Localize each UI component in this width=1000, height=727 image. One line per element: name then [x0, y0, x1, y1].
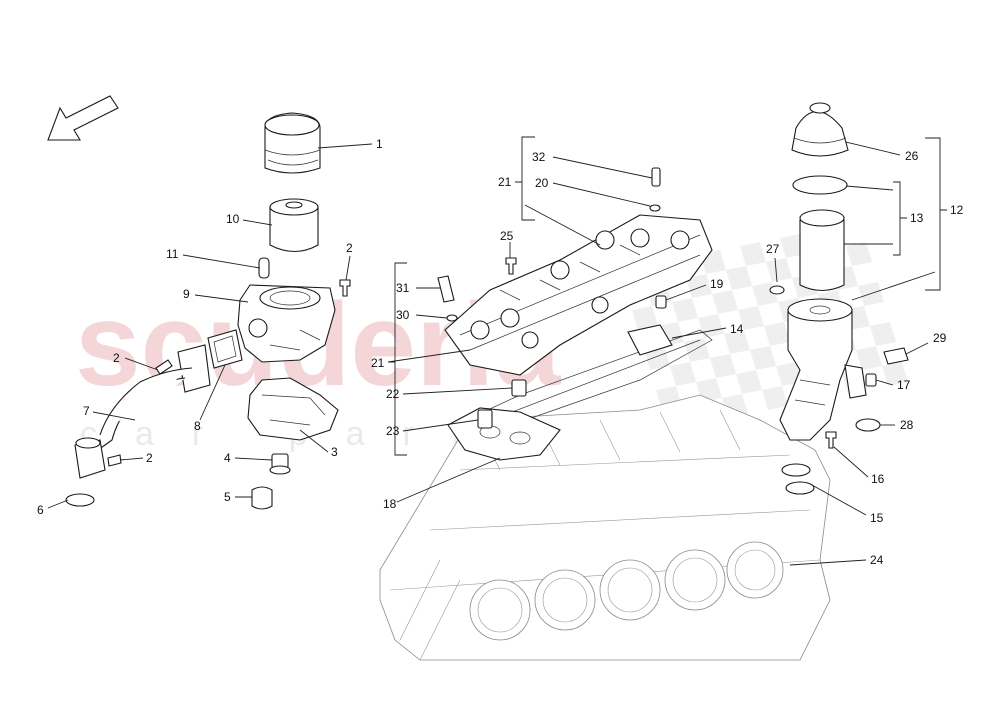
- cylinder-head-cover: [444, 214, 713, 376]
- sensor-31: [437, 275, 455, 303]
- oil-filter-cap: [264, 112, 321, 174]
- bolt-25: [505, 257, 517, 275]
- callout-31: 31: [396, 281, 410, 295]
- checker-square: [684, 338, 710, 362]
- checker-square: [736, 370, 762, 394]
- plug-19: [655, 295, 667, 309]
- checker-square: [740, 242, 766, 266]
- callout-18: 18: [383, 497, 397, 511]
- callout-8: 8: [194, 419, 201, 433]
- callout-24: 24: [870, 553, 884, 567]
- callout-5: 5: [224, 490, 231, 504]
- o-ring-6: [65, 493, 95, 507]
- callout-21b: 21: [371, 356, 385, 370]
- sensor-29: [883, 347, 909, 365]
- bolt-2-top: [339, 279, 351, 297]
- callout-2b: 2: [113, 351, 120, 365]
- checker-square: [724, 330, 750, 354]
- checker-square: [882, 362, 908, 386]
- callout-11: 11: [166, 247, 179, 261]
- seal-30: [446, 314, 458, 322]
- checker-square: [698, 314, 724, 338]
- checker-square: [870, 322, 896, 346]
- callout-labels: 1 2 2 2 3 4 5 6 7 8 9 10 11 12 13 14 15 …: [37, 137, 964, 567]
- callout-27: 27: [766, 242, 780, 256]
- callout-4: 4: [224, 451, 231, 465]
- callout-17: 17: [897, 378, 911, 392]
- oil-filter-element: [269, 198, 319, 253]
- callout-20: 20: [535, 176, 549, 190]
- small-tube: [258, 257, 270, 279]
- callout-28: 28: [900, 418, 914, 432]
- drain-plug: [269, 453, 291, 475]
- seal-20: [649, 204, 661, 212]
- callout-10: 10: [226, 212, 240, 226]
- callout-3: 3: [331, 445, 338, 459]
- bolt-2-left: [155, 359, 173, 375]
- leader-lines: [47, 136, 947, 566]
- callout-29: 29: [933, 331, 947, 345]
- callout-1: 1: [376, 137, 383, 151]
- filter-element-13: [799, 209, 845, 292]
- callout-15: 15: [870, 511, 884, 525]
- checker-square: [710, 354, 736, 378]
- plug-17: [865, 373, 877, 387]
- o-ring-under-cap: [792, 175, 848, 195]
- callout-13: 13: [910, 211, 924, 225]
- housing-gasket: [207, 329, 243, 369]
- callout-14: 14: [730, 322, 744, 336]
- callout-21a: 21: [498, 175, 512, 189]
- o-ring-28: [855, 418, 881, 432]
- seal-27: [769, 285, 785, 295]
- checker-square: [632, 306, 658, 330]
- bracket: [247, 377, 339, 441]
- arrow-down-left-icon: [47, 95, 119, 141]
- callout-26: 26: [905, 149, 919, 163]
- callout-23: 23: [386, 424, 400, 438]
- callout-2a: 2: [346, 241, 353, 255]
- filter-housing-right: [779, 298, 867, 441]
- callout-2c: 2: [146, 451, 153, 465]
- sensor-32: [651, 167, 661, 187]
- callout-32: 32: [532, 150, 546, 164]
- checker-square: [712, 290, 738, 314]
- callout-7: 7: [83, 404, 90, 418]
- callout-9: 9: [183, 287, 190, 301]
- checker-square: [766, 258, 792, 282]
- gasket-18: [447, 407, 561, 461]
- callout-6: 6: [37, 503, 44, 517]
- checker-square: [670, 362, 696, 386]
- checker-square: [846, 242, 872, 266]
- checker-square: [726, 266, 752, 290]
- checker-square: [762, 386, 788, 410]
- checker-square: [672, 298, 698, 322]
- checker-square: [738, 306, 764, 330]
- callout-22: 22: [386, 387, 400, 401]
- checker-square: [764, 322, 790, 346]
- o-ring-15a: [781, 463, 811, 477]
- callout-16: 16: [871, 472, 885, 486]
- callout-12: 12: [950, 203, 964, 217]
- callout-19: 19: [710, 277, 724, 291]
- gasket-14: [627, 324, 673, 356]
- callout-25: 25: [500, 229, 514, 243]
- oil-filter-housing: [237, 284, 336, 363]
- filter-cap-26: [791, 102, 849, 157]
- checker-square: [856, 346, 882, 370]
- oil-pipe: [74, 344, 211, 479]
- callout-30: 30: [396, 308, 410, 322]
- checker-square: [750, 346, 776, 370]
- sleeve: [251, 486, 273, 510]
- checker-square: [686, 274, 712, 298]
- bolt-16: [825, 431, 837, 449]
- valve-22: [511, 379, 527, 397]
- valve-23: [477, 409, 493, 429]
- o-ring-15b: [785, 481, 815, 495]
- bolt-2-bottom: [107, 454, 122, 467]
